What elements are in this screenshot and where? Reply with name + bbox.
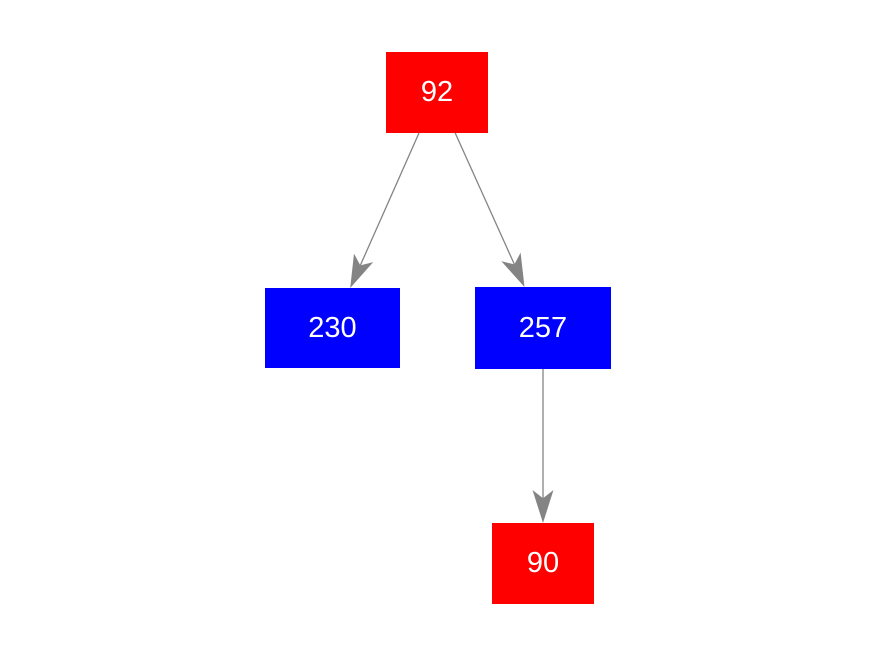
tree-node-label: 257 xyxy=(518,311,568,344)
arrowhead-icon xyxy=(501,252,525,287)
tree-node-90[interactable]: 90 xyxy=(492,523,594,604)
arrowhead-icon xyxy=(532,490,554,523)
tree-node-label: 92 xyxy=(420,76,454,108)
tree-node-92[interactable]: 92 xyxy=(386,52,488,133)
tree-node-label: 90 xyxy=(526,547,560,579)
arrowhead-icon xyxy=(350,253,374,288)
tree-node-label: 230 xyxy=(308,311,357,344)
edge-92-230 xyxy=(350,132,420,288)
edge-92-257 xyxy=(454,132,525,287)
tree-node-230[interactable]: 230 xyxy=(265,288,400,368)
tree-node-257[interactable]: 257 xyxy=(475,287,611,369)
edge-257-90 xyxy=(532,369,554,523)
